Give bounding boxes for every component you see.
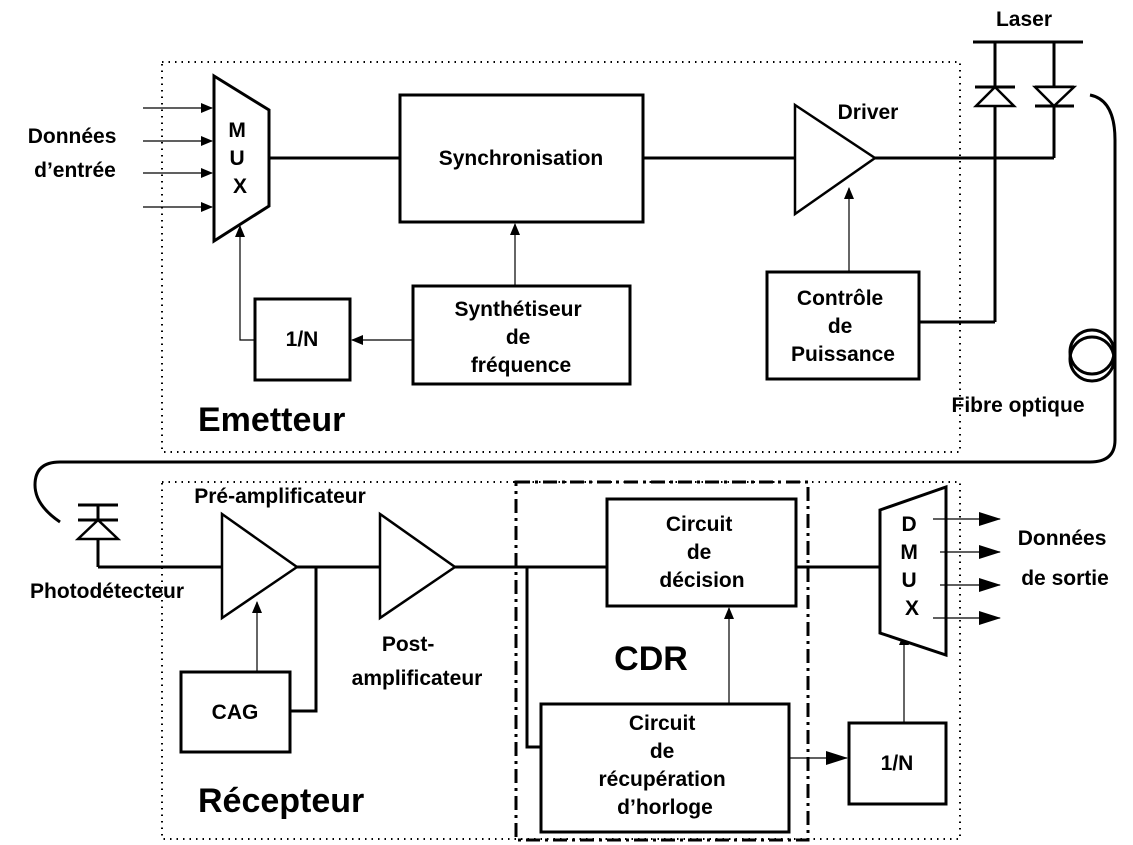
preamp-to-cag-wire bbox=[290, 567, 318, 713]
postamp-amplifier bbox=[378, 511, 458, 621]
synth-block bbox=[411, 284, 632, 386]
cdr-frame bbox=[514, 480, 810, 842]
laser-diode-emitter bbox=[1031, 42, 1078, 158]
receiver-title: Récepteur bbox=[198, 782, 364, 820]
postamp-to-clock-wire bbox=[525, 567, 541, 749]
cag-block bbox=[179, 670, 292, 754]
cag-label: CAG bbox=[212, 701, 259, 724]
synth-label: Synthétiseur de fréquence bbox=[454, 298, 587, 377]
preamp-label: Pré-amplificateur bbox=[194, 485, 366, 508]
divider-to-mux-arrow bbox=[235, 225, 255, 341]
input-arrows bbox=[143, 103, 213, 212]
sync-block bbox=[398, 93, 645, 224]
photodetector-diode bbox=[74, 503, 122, 567]
emitter-frame bbox=[161, 61, 961, 453]
photodetector-label: Photodétecteur bbox=[30, 580, 184, 603]
clock-recovery-label: Circuit de récupération d’horloge bbox=[598, 712, 731, 819]
clock-recovery-block bbox=[539, 702, 791, 834]
emitter-divider-label: 1/N bbox=[286, 328, 319, 351]
fiber-label: Fibre optique bbox=[952, 394, 1085, 417]
sync-label: Synchronisation bbox=[439, 147, 604, 170]
decision-block bbox=[605, 497, 798, 608]
laser-label: Laser bbox=[996, 8, 1052, 31]
receiver-divider-block bbox=[847, 721, 948, 806]
receiver-divider-label: 1/N bbox=[881, 752, 914, 775]
dmux-block bbox=[878, 484, 948, 658]
optical-fiber bbox=[33, 93, 1117, 524]
decision-label: Circuit de décision bbox=[659, 513, 744, 592]
fiber-coil bbox=[1068, 328, 1116, 383]
outputs-label: Données de sortie bbox=[1018, 527, 1113, 590]
driver-amplifier bbox=[793, 102, 878, 217]
power-control-block bbox=[765, 270, 921, 381]
dmux-label: D M U X bbox=[900, 513, 923, 620]
mux-label: M U X bbox=[228, 119, 251, 198]
mux-block bbox=[212, 73, 271, 244]
preamp-amplifier bbox=[220, 511, 300, 621]
emitter-title: Emetteur bbox=[198, 401, 345, 439]
driver-label: Driver bbox=[838, 101, 899, 124]
cdr-label: CDR bbox=[614, 640, 688, 678]
power-control-label: Contrôle de Puissance bbox=[791, 287, 895, 366]
inputs-label: Données d’entrée bbox=[28, 125, 123, 182]
laser-diode-monitor bbox=[972, 42, 1018, 322]
postamp-label: Post- amplificateur bbox=[352, 633, 483, 690]
output-arrows bbox=[933, 512, 1001, 625]
